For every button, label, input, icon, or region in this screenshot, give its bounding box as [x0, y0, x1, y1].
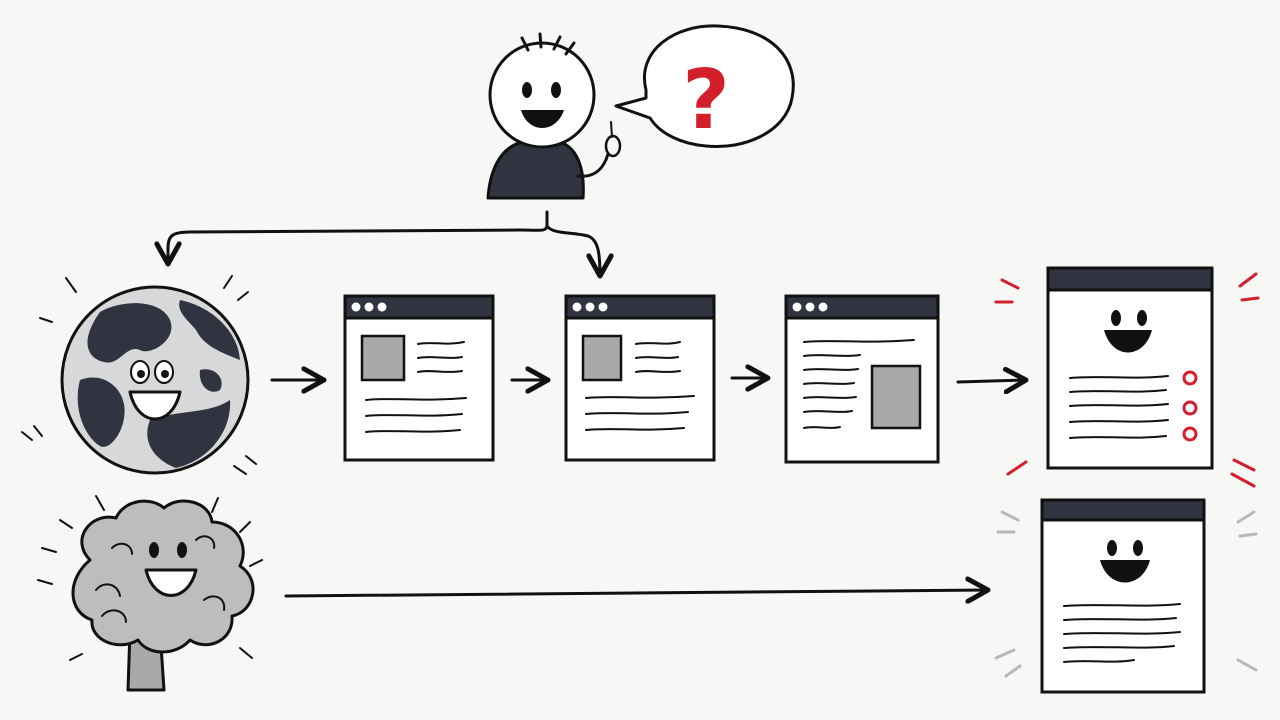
person-icon — [486, 32, 622, 200]
window-dot-icon — [792, 302, 802, 312]
brain-icon — [37, 495, 263, 692]
window-dot-icon — [585, 302, 595, 312]
sparkle-marks-gray — [994, 510, 1258, 678]
direct-arrow — [284, 590, 988, 596]
image-placeholder — [360, 334, 406, 382]
window-dot-icon — [598, 302, 608, 312]
window-dot-icon — [805, 302, 815, 312]
browser-window-2 — [564, 294, 716, 462]
window-dot-icon — [364, 302, 374, 312]
window-dot-icon — [818, 302, 828, 312]
result-page-top — [994, 266, 1260, 488]
window-dot-icon — [377, 302, 387, 312]
question-mark: ? — [682, 53, 730, 148]
speech-bubble: ? — [614, 24, 795, 149]
split-arrows — [168, 210, 600, 276]
window-dot-icon — [572, 302, 582, 312]
browser-window-3 — [784, 294, 940, 464]
sparkle-marks-red — [994, 272, 1260, 488]
window-dot-icon — [351, 302, 361, 312]
flow-arrows-top — [270, 378, 1026, 382]
image-placeholder — [581, 334, 623, 382]
globe-icon — [21, 275, 257, 475]
image-placeholder — [870, 364, 922, 430]
result-page-bottom — [994, 498, 1258, 694]
citation-markers — [1182, 370, 1198, 442]
browser-window-1 — [343, 294, 495, 462]
